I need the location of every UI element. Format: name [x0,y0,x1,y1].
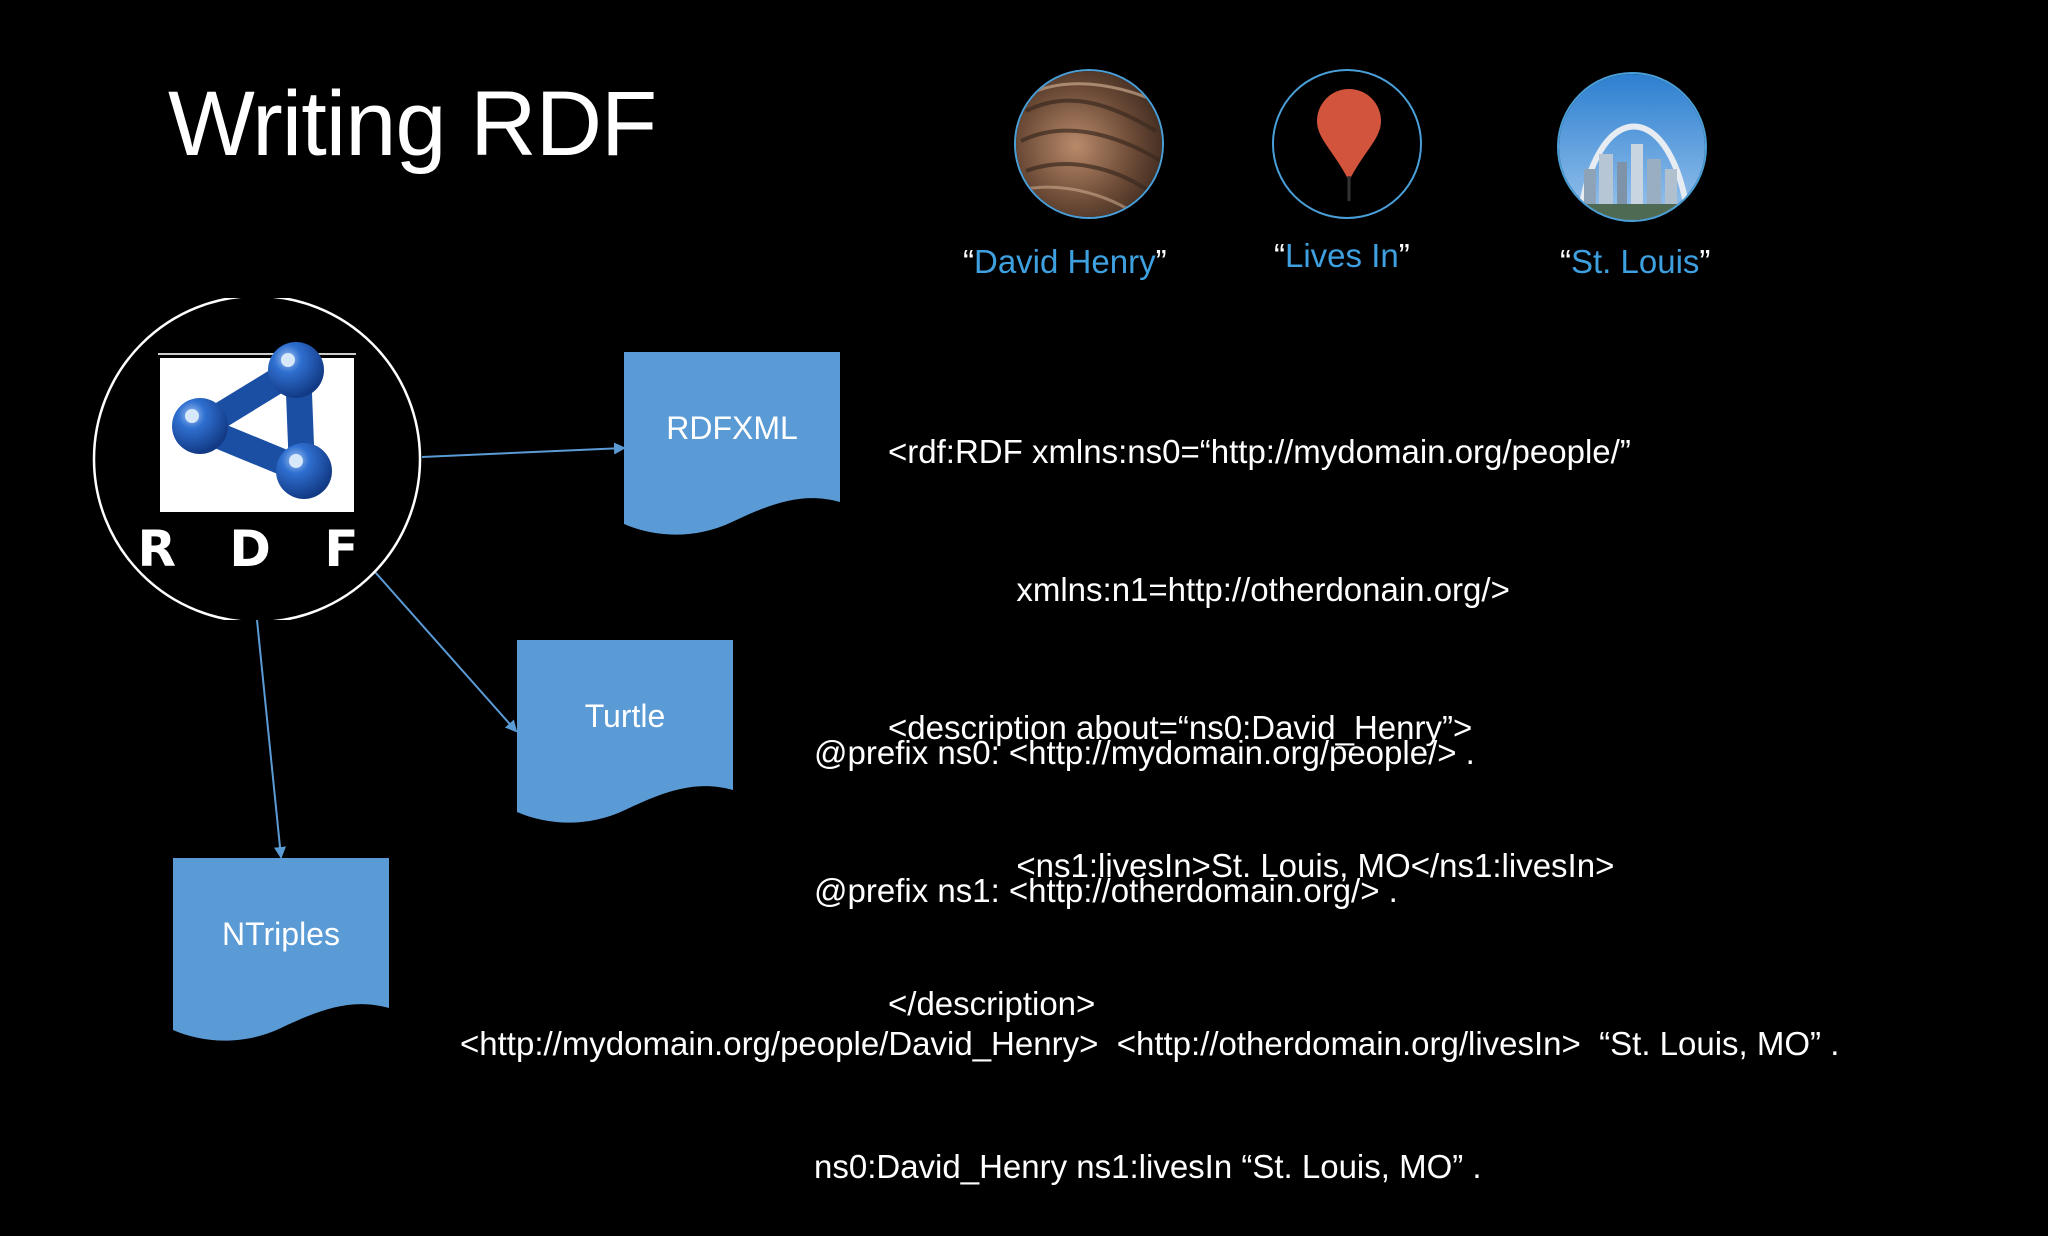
location-pin-icon [1272,69,1422,219]
open-quote: “ [1274,237,1285,274]
close-quote: ” [1398,237,1410,274]
code-line: @prefix ns1: <http://otherdomain.org/> . [814,872,1398,909]
person-photo-icon [1014,69,1164,219]
arrow-to-rdfxml [421,442,626,458]
code-line: <ns1:livesIn>St. Louis, MO</ns1:livesIn> [888,847,1615,884]
ntriples-doc-shape: NTriples [173,858,389,1048]
object-label: St. Louis [1571,243,1700,280]
object-caption: “St. Louis” [1560,243,1710,281]
rdfxml-doc-shape: RDFXML [624,352,840,542]
rdfxml-code: <rdf:RDF xmlns:ns0=“http://mydomain.org/… [888,337,1631,1073]
close-quote: ” [1699,243,1711,280]
code-line: <description about=“ns0:David_Henry”> [888,709,1473,746]
open-quote: “ [963,243,974,280]
ntriples-label: NTriples [222,916,340,952]
arrow-to-ntriples [256,619,286,859]
turtle-doc-shape: Turtle [517,640,733,830]
code-line: @prefix ns0: <http://mydomain.org/people… [814,734,1475,771]
code-line: <http://mydomain.org/people/David_Henry>… [460,1025,1840,1062]
turtle-label: Turtle [584,698,666,734]
predicate-label: Lives In [1285,237,1399,274]
subject-caption: “David Henry” [963,243,1167,281]
code-line: </description> [888,985,1096,1022]
arrow-to-turtle [374,571,518,733]
rdf-logo: R D F [92,294,422,624]
connector-arrows [256,442,626,859]
code-line: xmlns:n1=http://otherdonain.org/> [888,571,1510,608]
code-line: ns0:David_Henry ns1:livesIn “St. Louis, … [814,1148,1482,1185]
rdfxml-label: RDFXML [666,410,798,446]
open-quote: “ [1560,243,1571,280]
subject-label: David Henry [974,243,1156,280]
gateway-arch-icon [1557,72,1707,222]
ntriples-code: <http://mydomain.org/people/David_Henry>… [460,929,1839,1113]
close-quote: ” [1155,243,1167,280]
rdf-logo-text: R D F [138,520,377,578]
predicate-caption: “Lives In” [1274,237,1410,275]
slide-title: Writing RDF [168,73,657,175]
code-line: <rdf:RDF xmlns:ns0=“http://mydomain.org/… [888,433,1631,470]
